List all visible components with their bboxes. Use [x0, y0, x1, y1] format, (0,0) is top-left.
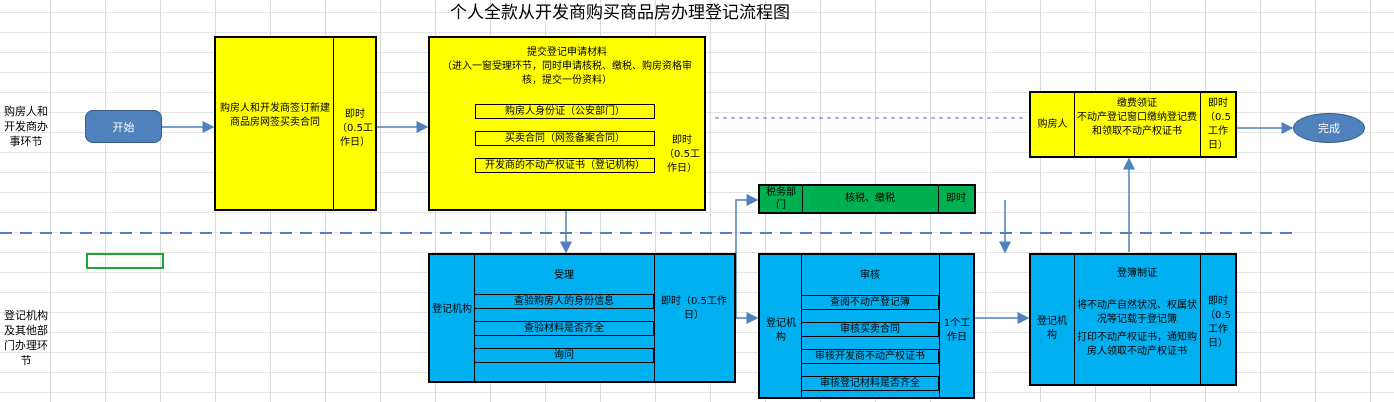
submit-step: 提交登记申请材料 （进入一窗受理环节，同时申请核税、缴税、购房资格审核，提交一份…	[428, 36, 706, 211]
lane-label-bottom: 登记机构及其他部门办理环节	[4, 309, 48, 367]
tax-dept: 税务部门	[766, 187, 796, 211]
start-node: 开始	[85, 110, 162, 143]
accept-step: 登记机构 受理 查验购房人的身份信息 查验材料是否齐全 询问 即时（0.5工作日…	[428, 253, 736, 383]
submit-item-1: 购房人身份证（公安部门）	[475, 104, 655, 119]
arrow-accept-tax	[735, 194, 759, 318]
accept-divider-1	[474, 255, 475, 381]
payment-time: 即时（0.5工作日）	[1205, 98, 1231, 151]
payment-party: 购房人	[1037, 119, 1068, 130]
review-divider-2	[939, 255, 940, 397]
register-divider-2	[1200, 255, 1201, 384]
tax-time: 即时	[946, 193, 966, 204]
accept-item-2: 查验材料是否齐全	[474, 321, 654, 336]
contract-step: 购房人和开发商签订新建商品房网签买卖合同 即时（0.5工作日）	[214, 36, 377, 211]
page-title: 个人全款从开发商购买商品房办理登记流程图	[450, 3, 790, 23]
register-time: 即时（0.5工作日）	[1205, 296, 1231, 349]
submit-header: 提交登记申请材料	[527, 47, 607, 58]
review-item-3: 审核开发商不动产权证书	[801, 349, 939, 364]
tax-step: 税务部门 核税、缴税 即时	[758, 184, 976, 214]
review-time: 1个工作日	[943, 318, 971, 343]
submit-item-2: 买卖合同（网签备案合同）	[475, 131, 655, 146]
submit-item-3: 开发商的不动产权证书（登记机构）	[475, 158, 655, 173]
accept-header: 受理	[554, 270, 574, 281]
review-org: 登记机构	[766, 318, 796, 343]
accept-time: 即时（0.5工作日）	[661, 296, 727, 321]
contract-label: 购房人和开发商签订新建商品房网签买卖合同	[220, 103, 330, 128]
accept-org: 登记机构	[432, 304, 472, 315]
register-org: 登记机构	[1037, 316, 1067, 341]
contract-time: 即时（0.5工作日）	[337, 109, 373, 148]
review-item-2: 审核买卖合同	[801, 322, 939, 337]
payment-divider-1	[1074, 93, 1075, 156]
register-line-2: 打印不动产权证书，通知购房人领取不动产权证书	[1077, 332, 1197, 357]
selected-cell[interactable]	[86, 253, 164, 269]
review-item-4: 审核登记材料是否齐全	[801, 376, 939, 391]
register-divider-1	[1074, 255, 1075, 384]
accept-divider-2	[654, 255, 655, 381]
register-line-1: 将不动产自然状况、权属状况等记载于登记簿	[1077, 300, 1197, 325]
register-step: 登记机构 登簿制证 将不动产自然状况、权属状况等记载于登记簿 打印不动产权证书，…	[1029, 253, 1237, 386]
review-item-1: 查阅不动产登记簿	[801, 295, 939, 310]
accept-item-3: 询问	[474, 348, 654, 363]
submit-note: （进入一窗受理环节，同时申请核税、缴税、购房资格审核，提交一份资料）	[442, 61, 692, 86]
register-header: 登簿制证	[1117, 268, 1157, 279]
accept-item-1: 查验购房人的身份信息	[474, 294, 654, 309]
review-header: 审核	[860, 270, 880, 281]
tax-divider-1	[802, 186, 803, 212]
end-node: 完成	[1293, 113, 1365, 143]
payment-header: 缴费领证	[1117, 98, 1157, 109]
tax-label: 核税、缴税	[845, 193, 895, 204]
review-step: 登记机构 审核 查阅不动产登记簿 审核买卖合同 审核开发商不动产权证书 审核登记…	[758, 253, 975, 399]
payment-label: 不动产登记窗口缴纳登记费和领取不动产权证书	[1077, 112, 1197, 137]
submit-time: 即时（0.5工作日）	[664, 135, 700, 174]
payment-divider-2	[1200, 93, 1201, 156]
tax-divider-2	[938, 186, 939, 212]
payment-step: 购房人 缴费领证 不动产登记窗口缴纳登记费和领取不动产权证书 即时（0.5工作日…	[1029, 91, 1237, 158]
lane-label-top: 购房人和开发商办事环节	[4, 105, 48, 148]
contract-divider	[333, 38, 334, 209]
